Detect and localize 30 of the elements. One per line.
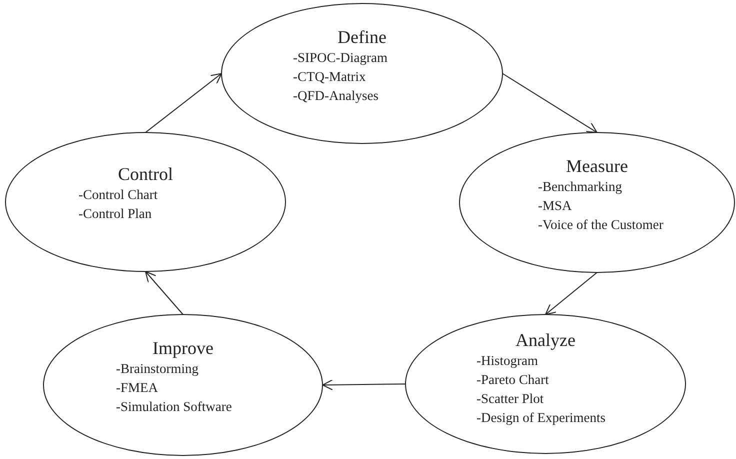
tool-item: -QFD-Analyses [293, 87, 380, 105]
tool-item: -Control Chart [78, 186, 158, 204]
arrow [545, 272, 598, 315]
phase-title: Control [118, 163, 173, 185]
tool-item: -Histogram [476, 352, 539, 370]
tool-item: -Design of Experiments [476, 409, 606, 427]
phase-ellipse [459, 132, 735, 273]
arrow [502, 73, 598, 133]
tool-item: -Control Plan [78, 205, 153, 223]
phase-ellipse [5, 132, 286, 272]
tool-item: -Benchmarking [538, 178, 623, 196]
arrow [145, 271, 184, 315]
phase-title: Analyze [516, 329, 576, 351]
phase-ellipse [405, 314, 686, 454]
phase-title: Measure [566, 155, 628, 177]
arrow [145, 73, 222, 133]
tool-item: -Scatter Plot [476, 390, 545, 408]
phase-title: Improve [152, 337, 214, 359]
phase-ellipse [43, 314, 323, 456]
tool-item: -SIPOC-Diagram [293, 49, 388, 67]
tool-item: -Voice of the Customer [538, 216, 664, 234]
tool-item: -MSA [538, 197, 573, 215]
phase-ellipse [221, 3, 503, 144]
phase-title: Define [338, 26, 386, 48]
arrow [322, 379, 406, 390]
tool-item: -Simulation Software [116, 398, 232, 416]
tool-item: -Pareto Chart [476, 371, 550, 389]
tool-item: -FMEA [116, 379, 160, 397]
tool-item: -Brainstorming [116, 360, 200, 378]
tool-item: -CTQ-Matrix [293, 68, 367, 86]
